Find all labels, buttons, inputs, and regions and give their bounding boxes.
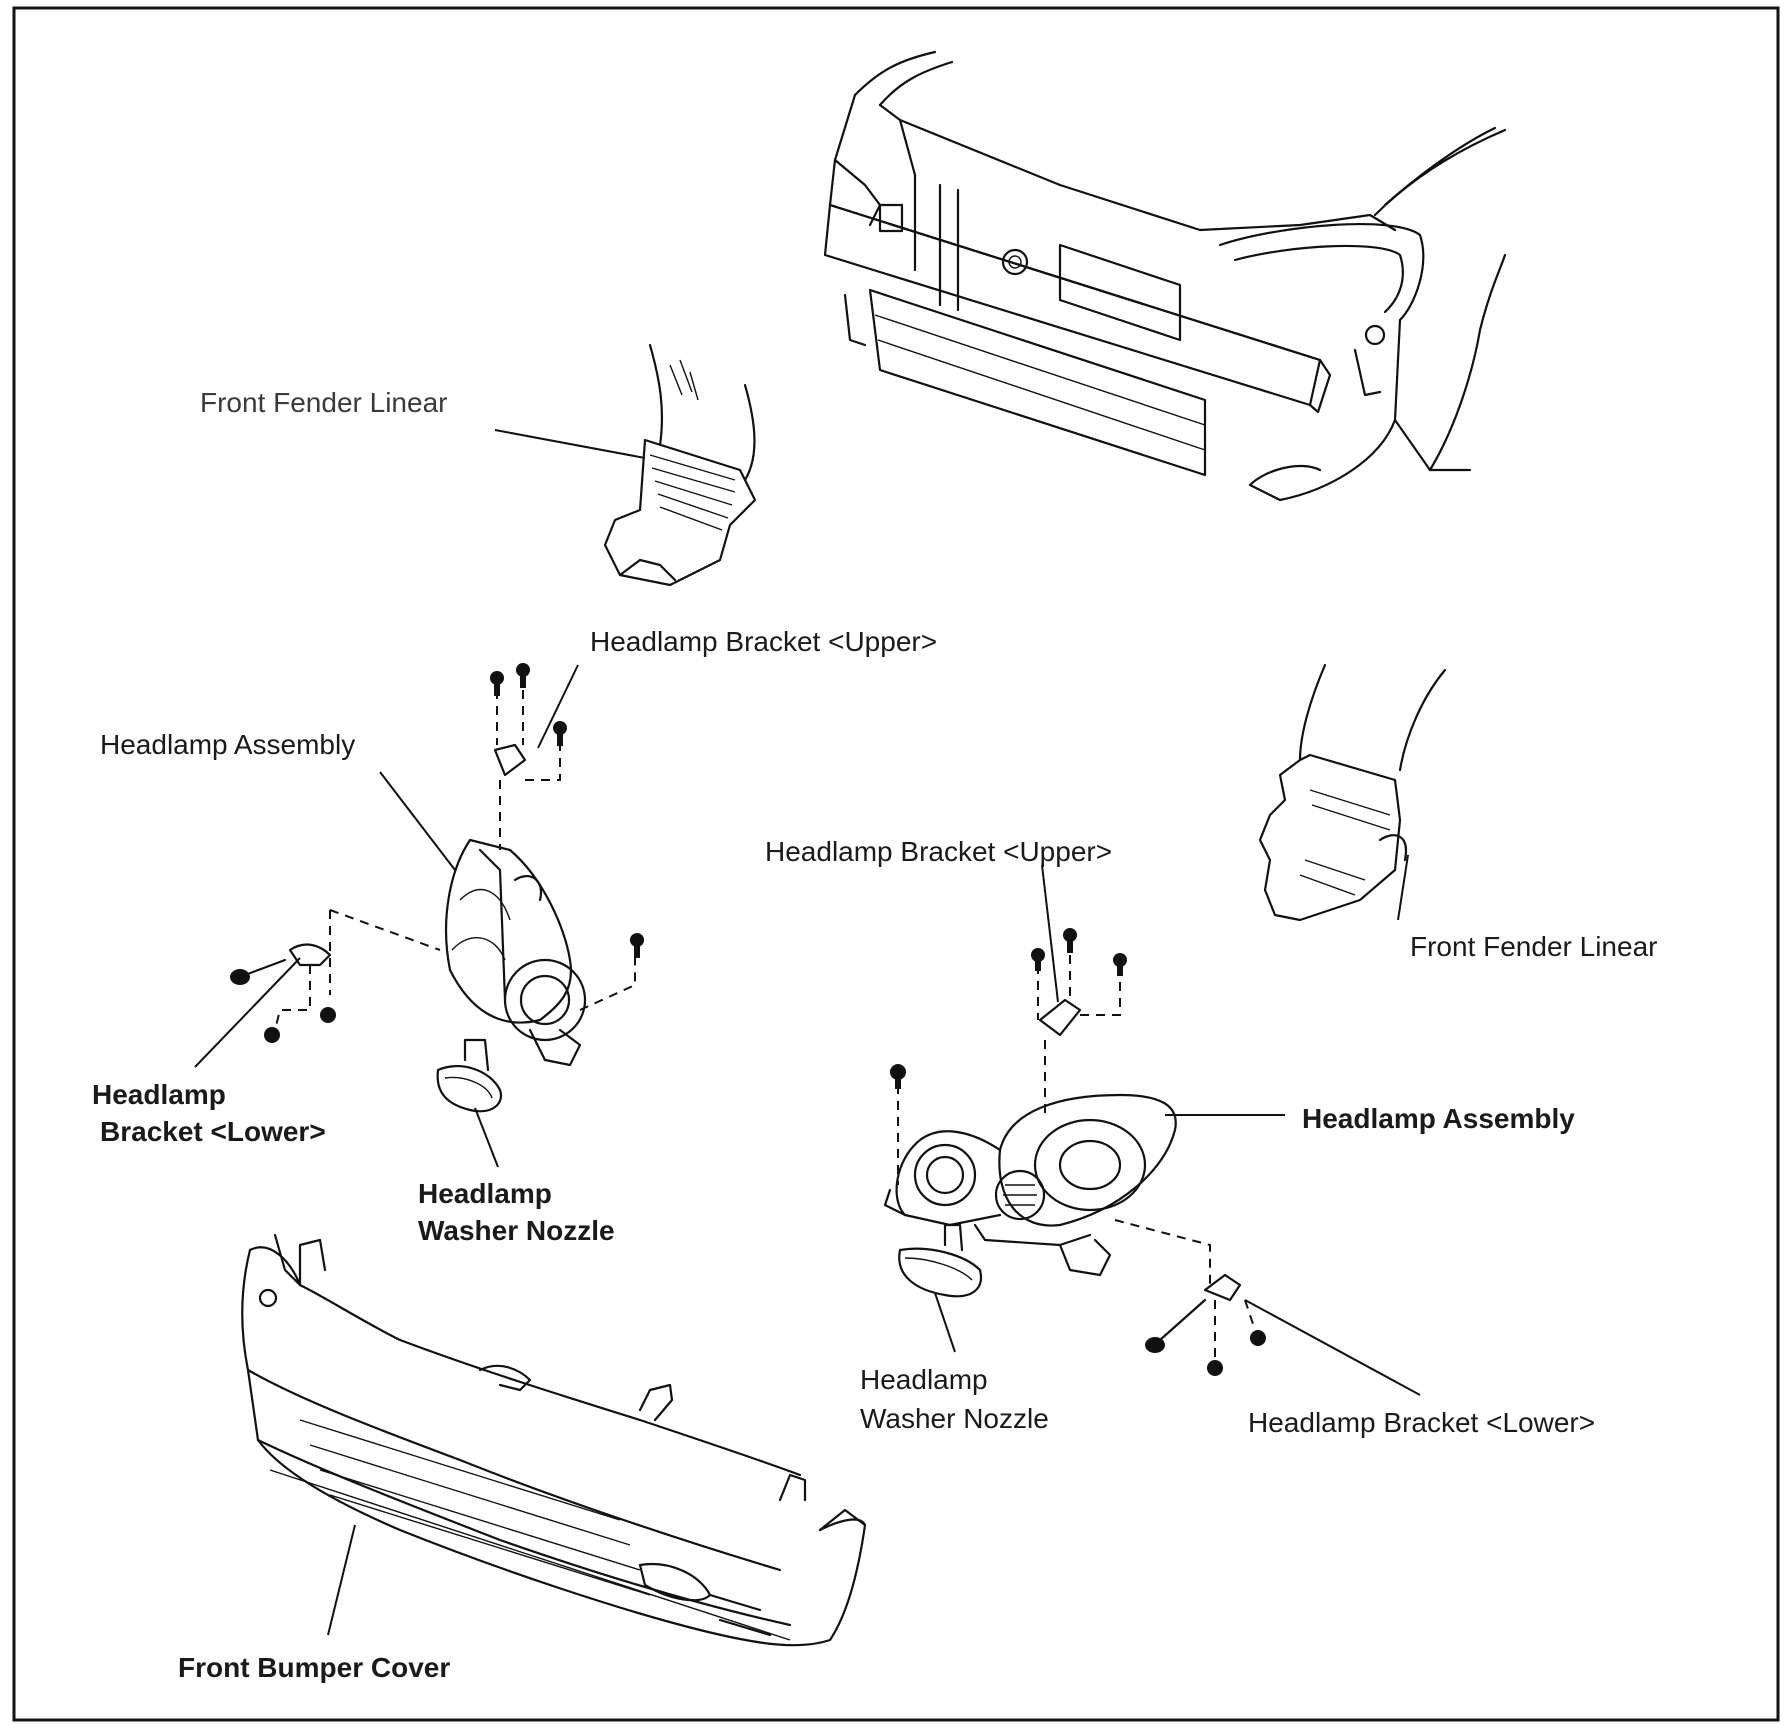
- bolt-cluster-upper-left: [490, 663, 567, 746]
- left-headlamp-group: [230, 663, 644, 1113]
- label-headlamp-assembly-right: Headlamp Assembly: [1302, 1103, 1575, 1134]
- label-front-fender-linear-right: Front Fender Linear: [1410, 931, 1657, 962]
- label-headlamp-bracket-lower-left-line1: Headlamp: [92, 1079, 226, 1110]
- lower-bracket-right: [1145, 1273, 1266, 1376]
- bolt-right-of-left-lamp: [630, 933, 644, 958]
- leader-washer-left: [474, 1107, 499, 1168]
- leader-bracket-lower-right: [1244, 1299, 1421, 1396]
- leader-bracket-lower-left: [194, 957, 301, 1068]
- bolt-cluster-upper-right: [1031, 928, 1127, 976]
- leader-bumper-cover: [327, 1524, 356, 1636]
- diagram-frame: [12, 6, 1780, 1722]
- right-headlamp-group: [883, 928, 1266, 1376]
- label-headlamp-washer-nozzle-left-line1: Headlamp: [418, 1178, 552, 1209]
- leader-lines: [194, 429, 1421, 1636]
- leader-washer-right: [934, 1292, 956, 1353]
- front-fender-liner-left-part: [603, 343, 757, 587]
- headlamp-assembly-left-part: [444, 838, 587, 1067]
- label-headlamp-bracket-upper-left: Headlamp Bracket <Upper>: [590, 626, 937, 657]
- label-headlamp-assembly-left: Headlamp Assembly: [100, 729, 355, 760]
- front-fender-liner-right-part: [1258, 663, 1447, 922]
- label-headlamp-washer-nozzle-right-line2: Washer Nozzle: [860, 1403, 1049, 1434]
- label-headlamp-bracket-upper-right: Headlamp Bracket <Upper>: [765, 836, 1112, 867]
- leader-fender-liner-left: [494, 429, 646, 459]
- label-front-bumper-cover: Front Bumper Cover: [178, 1652, 450, 1683]
- leader-assembly-left: [379, 771, 456, 871]
- headlamp-assembly-right-part: [883, 1093, 1177, 1277]
- leader-bracket-upper-left: [537, 664, 579, 749]
- part-labels: Front Fender Linear Headlamp Bracket <Up…: [92, 387, 1657, 1683]
- bolt-left-of-right-lamp: [890, 1064, 906, 1089]
- label-headlamp-washer-nozzle-left-line2: Washer Nozzle: [418, 1215, 615, 1246]
- upper-bracket-left: [493, 690, 561, 850]
- label-headlamp-bracket-lower-right: Headlamp Bracket <Lower>: [1248, 1407, 1595, 1438]
- label-front-fender-linear-left: Front Fender Linear: [200, 387, 447, 418]
- leader-fender-liner-right: [1397, 854, 1409, 921]
- vehicle-front-body: [823, 50, 1507, 502]
- washer-nozzle-right-part: [898, 1223, 983, 1298]
- label-headlamp-bracket-lower-left-line2: Bracket <Lower>: [100, 1116, 326, 1147]
- lower-bracket-left: [230, 943, 336, 1043]
- label-headlamp-washer-nozzle-right-line1: Headlamp: [860, 1364, 988, 1395]
- leader-bracket-upper-right: [1041, 864, 1059, 1003]
- washer-nozzle-left-part: [436, 1038, 503, 1113]
- front-bumper-cover-part: [241, 1233, 867, 1647]
